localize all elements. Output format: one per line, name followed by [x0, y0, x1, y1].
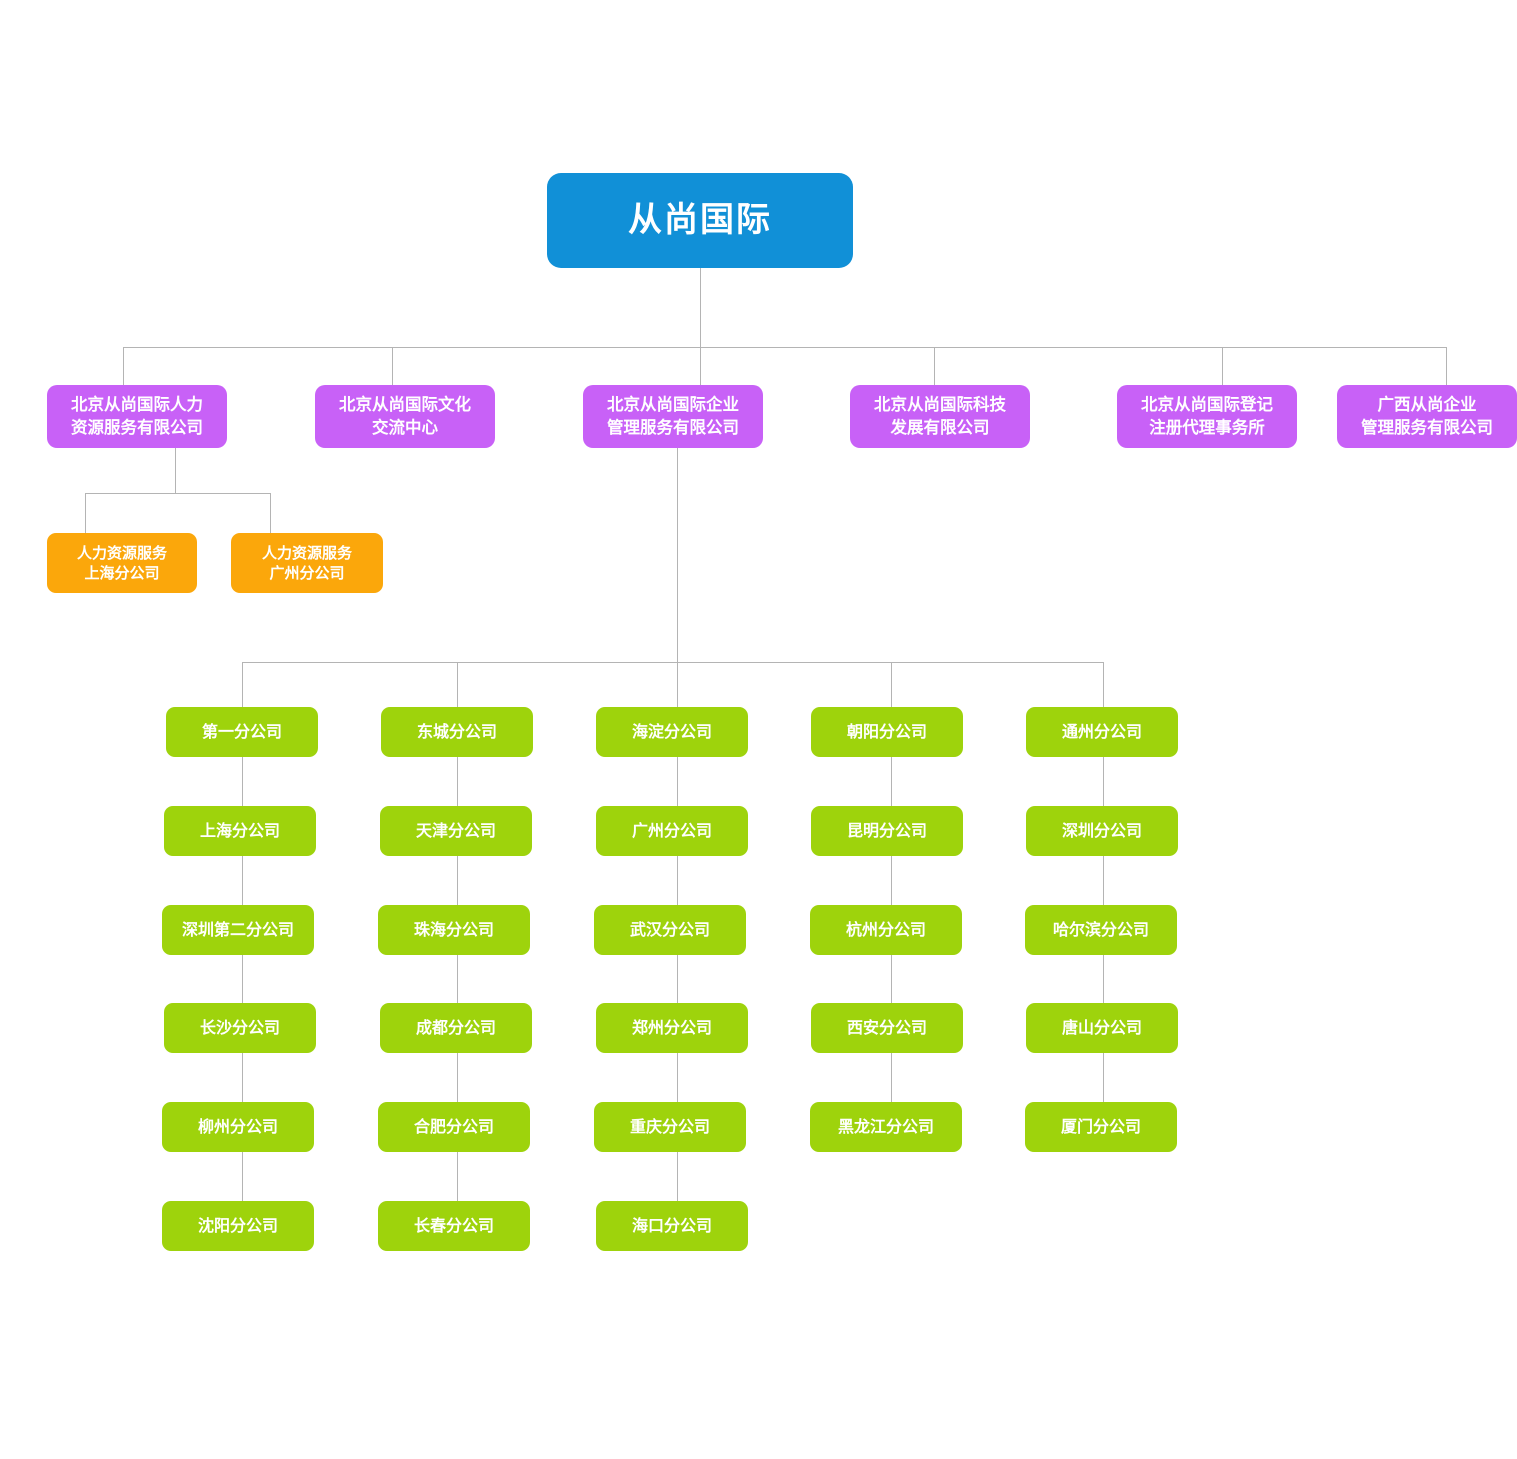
org-node-hr-branch-guangzhou[interactable]: 人力资源服务 广州分公司 — [231, 533, 383, 593]
org-node-branch[interactable]: 上海分公司 — [164, 806, 316, 856]
connector-chain-c5-r3 — [1103, 955, 1104, 1005]
connector-drop-col-5 — [1103, 662, 1104, 707]
org-node-branch[interactable]: 沈阳分公司 — [162, 1201, 314, 1251]
org-node-branch[interactable]: 昆明分公司 — [811, 806, 963, 856]
connector-chain-c4-r2 — [891, 856, 892, 906]
connector-drop-division-3 — [700, 347, 701, 385]
org-node-division-enterprise[interactable]: 北京从尚国际企业 管理服务有限公司 — [583, 385, 763, 448]
connector-chain-c2-r4 — [457, 1053, 458, 1103]
org-node-division-registration[interactable]: 北京从尚国际登记 注册代理事务所 — [1117, 385, 1297, 448]
connector-chain-c3-r3 — [677, 955, 678, 1005]
org-node-branch[interactable]: 长沙分公司 — [164, 1003, 316, 1053]
org-node-hr-branch-shanghai[interactable]: 人力资源服务 上海分公司 — [47, 533, 197, 593]
org-node-branch[interactable]: 朝阳分公司 — [811, 707, 963, 757]
org-node-branch[interactable]: 第一分公司 — [166, 707, 318, 757]
org-node-division-culture[interactable]: 北京从尚国际文化 交流中心 — [315, 385, 495, 448]
org-node-branch[interactable]: 厦门分公司 — [1025, 1102, 1177, 1152]
org-node-branch[interactable]: 西安分公司 — [811, 1003, 963, 1053]
connector-root-stem — [700, 268, 701, 347]
connector-chain-c4-r4 — [891, 1053, 892, 1103]
connector-chain-c5-r1 — [1103, 757, 1104, 807]
connector-chain-c4-r3 — [891, 955, 892, 1005]
connector-division-bus — [123, 347, 1446, 348]
org-node-division-hr[interactable]: 北京从尚国际人力 资源服务有限公司 — [47, 385, 227, 448]
org-node-branch[interactable]: 柳州分公司 — [162, 1102, 314, 1152]
org-node-branch[interactable]: 黑龙江分公司 — [810, 1102, 962, 1152]
connector-drop-division-6 — [1446, 347, 1447, 385]
connector-drop-division-4 — [934, 347, 935, 385]
connector-drop-hr-1 — [85, 493, 86, 533]
connector-chain-c3-r5 — [677, 1152, 678, 1202]
org-node-branch[interactable]: 天津分公司 — [380, 806, 532, 856]
connector-chain-c1-r4 — [242, 1053, 243, 1103]
connector-chain-c3-r1 — [677, 757, 678, 807]
org-node-branch[interactable]: 唐山分公司 — [1026, 1003, 1178, 1053]
org-node-branch[interactable]: 通州分公司 — [1026, 707, 1178, 757]
org-node-branch[interactable]: 广州分公司 — [596, 806, 748, 856]
connector-drop-division-1 — [123, 347, 124, 385]
org-node-branch[interactable]: 海口分公司 — [596, 1201, 748, 1251]
connector-chain-c2-r5 — [457, 1152, 458, 1202]
connector-drop-hr-2 — [270, 493, 271, 533]
connector-drop-col-3 — [677, 662, 678, 707]
org-node-division-tech[interactable]: 北京从尚国际科技 发展有限公司 — [850, 385, 1030, 448]
org-node-branch[interactable]: 珠海分公司 — [378, 905, 530, 955]
connector-chain-c1-r3 — [242, 955, 243, 1005]
connector-chain-c2-r1 — [457, 757, 458, 807]
org-node-division-guangxi[interactable]: 广西从尚企业 管理服务有限公司 — [1337, 385, 1517, 448]
connector-chain-c2-r3 — [457, 955, 458, 1005]
org-node-branch[interactable]: 郑州分公司 — [596, 1003, 748, 1053]
connector-chain-c3-r2 — [677, 856, 678, 906]
connector-chain-c4-r1 — [891, 757, 892, 807]
org-node-branch[interactable]: 杭州分公司 — [810, 905, 962, 955]
connector-drop-col-2 — [457, 662, 458, 707]
connector-drop-division-2 — [392, 347, 393, 385]
connector-enterprise-bus — [242, 662, 1103, 663]
org-node-root[interactable]: 从尚国际 — [547, 173, 853, 268]
org-node-branch[interactable]: 深圳分公司 — [1026, 806, 1178, 856]
connector-drop-col-4 — [891, 662, 892, 707]
org-node-branch[interactable]: 长春分公司 — [378, 1201, 530, 1251]
connector-chain-c1-r1 — [242, 757, 243, 807]
org-node-branch[interactable]: 哈尔滨分公司 — [1025, 905, 1177, 955]
org-node-branch[interactable]: 海淀分公司 — [596, 707, 748, 757]
org-node-branch[interactable]: 深圳第二分公司 — [162, 905, 314, 955]
connector-drop-col-1 — [242, 662, 243, 707]
connector-hr-stem — [175, 448, 176, 493]
connector-chain-c1-r5 — [242, 1152, 243, 1202]
connector-chain-c1-r2 — [242, 856, 243, 906]
connector-chain-c2-r2 — [457, 856, 458, 906]
org-node-branch[interactable]: 合肥分公司 — [378, 1102, 530, 1152]
org-node-branch[interactable]: 成都分公司 — [380, 1003, 532, 1053]
connector-chain-c5-r4 — [1103, 1053, 1104, 1103]
connector-chain-c3-r4 — [677, 1053, 678, 1103]
org-node-branch[interactable]: 东城分公司 — [381, 707, 533, 757]
org-node-branch[interactable]: 重庆分公司 — [594, 1102, 746, 1152]
org-node-branch[interactable]: 武汉分公司 — [594, 905, 746, 955]
connector-chain-c5-r2 — [1103, 856, 1104, 906]
connector-hr-bus — [85, 493, 271, 494]
connector-enterprise-stem — [677, 448, 678, 662]
connector-drop-division-5 — [1222, 347, 1223, 385]
